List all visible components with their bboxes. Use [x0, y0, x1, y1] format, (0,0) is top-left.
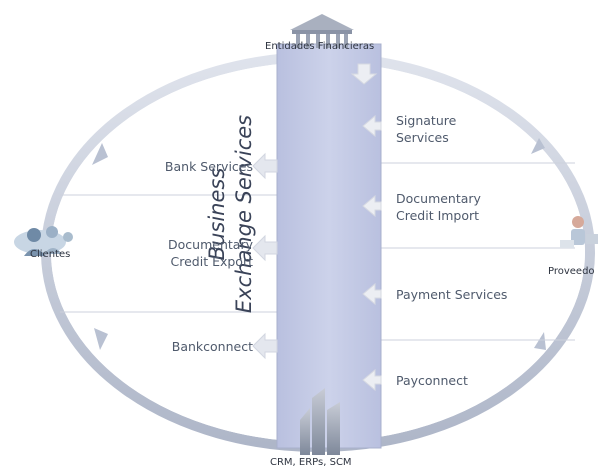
node-label-suppliers: Proveedo — [548, 266, 595, 277]
arrow-bankconnect — [252, 332, 278, 360]
node-label-systems: CRM, ERPs, SCM — [270, 457, 352, 468]
right-arrows — [350, 63, 382, 392]
node-label-clients: Clientes — [30, 249, 71, 260]
service-signature: Signature Services — [396, 113, 457, 145]
clients-people-icon — [14, 226, 73, 256]
arrow-credit-import — [362, 194, 382, 218]
bank-building-icon — [290, 14, 354, 48]
service-credit-import: Documentary Credit Import — [396, 191, 481, 223]
service-payment: Payment Services — [396, 287, 508, 302]
service-bankconnect: Bankconnect — [171, 339, 253, 354]
service-bank-services: Bank Services — [164, 159, 253, 174]
left-arrows — [252, 152, 278, 360]
service-credit-export: Documentary Credit Export — [168, 237, 253, 269]
ring-arrow-right-upper — [531, 138, 545, 154]
exchange-column — [276, 43, 382, 449]
office-buildings-icon — [300, 388, 340, 455]
ring-arrow-right-lower — [534, 332, 546, 350]
arrow-top-in — [350, 63, 378, 85]
center-title: Business Exchange Services — [204, 89, 260, 339]
center-title-line-1: Business — [205, 167, 229, 261]
service-payconnect: Payconnect — [396, 373, 468, 388]
ring-arrow-bottom-left — [94, 328, 108, 350]
arrow-credit-export — [252, 234, 278, 262]
arrow-signature — [362, 114, 382, 138]
center-title-line-2: Exchange Services — [232, 114, 256, 314]
node-label-financial-entities: Entidades Financieras — [265, 41, 375, 52]
arrow-payconnect — [362, 368, 382, 392]
arrow-payment — [362, 282, 382, 306]
supplier-person-icon — [560, 216, 598, 248]
guide-lines — [60, 162, 575, 341]
ring-arrow-top-left — [92, 143, 108, 165]
arrow-bank-services — [252, 152, 278, 180]
